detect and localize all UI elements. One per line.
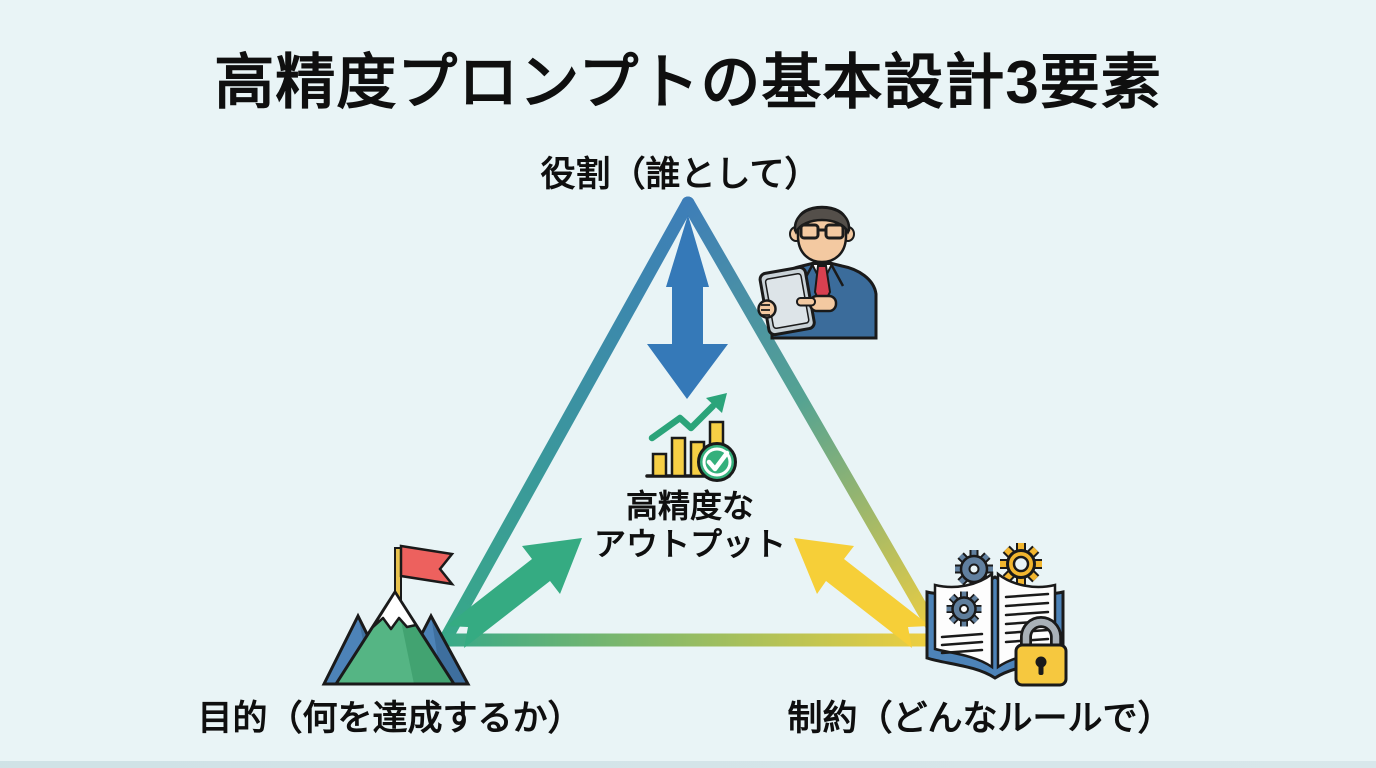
rulebook-lock-icon <box>925 543 1068 687</box>
keyhole <box>1035 656 1047 668</box>
diagram-title: 高精度プロンプトの基本設計3要素 <box>214 49 1162 116</box>
tablet <box>758 265 816 337</box>
flag <box>399 544 455 586</box>
triangle-edge-left <box>438 196 695 647</box>
hair <box>793 206 851 235</box>
bottom-shadow-strip <box>0 761 1376 768</box>
check-mark <box>706 450 730 472</box>
constraint-label: 制約（どんなルールで） <box>787 699 1173 738</box>
glasses <box>799 223 845 240</box>
gear-back-yellow <box>1000 543 1042 585</box>
constraint-arrow <box>794 538 930 648</box>
role-label: 役割（誰として） <box>540 155 820 194</box>
snow-cap <box>371 590 418 631</box>
padlock <box>1014 616 1068 687</box>
growth-arrow-line <box>648 402 717 442</box>
triangle-outline <box>438 196 947 647</box>
purpose-label: 目的（何を達成するか） <box>197 699 583 738</box>
output-label-line2: アウトプット <box>593 526 786 562</box>
output-label: 高精度な アウトプット <box>540 487 840 563</box>
role-arrow <box>647 215 728 399</box>
holding-hand <box>757 299 777 319</box>
output-label-line1: 高精度な <box>625 488 754 524</box>
mountain-flag-icon <box>321 544 471 686</box>
businessman-tablet-icon <box>757 205 878 340</box>
pointing-hand <box>796 294 838 313</box>
triangle-edge-right <box>681 196 947 647</box>
purpose-arrow <box>446 538 582 648</box>
growth-arrow-head <box>706 393 727 413</box>
chart-check-icon <box>645 393 737 482</box>
gear-on-page <box>946 591 982 627</box>
